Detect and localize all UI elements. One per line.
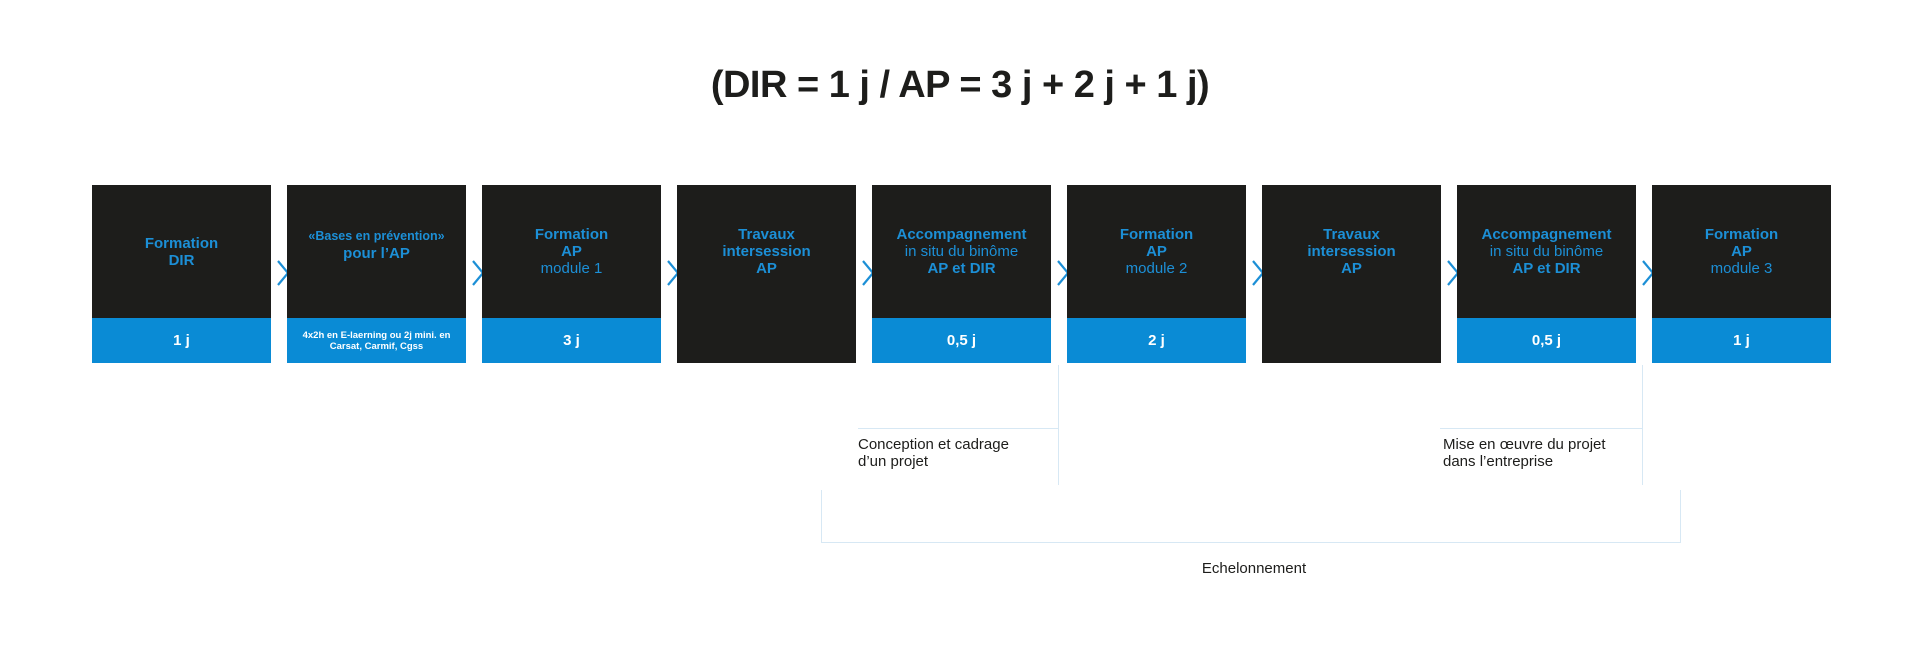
step-line3: module 1 <box>540 260 603 277</box>
note-conception: Conception et cadrage d’un projet <box>858 436 1058 470</box>
step-line1: «Bases en prévention» <box>308 229 445 243</box>
step-line2: DIR <box>168 251 195 269</box>
step-line2: intersession <box>1307 243 1396 260</box>
step-line3: AP et DIR <box>927 260 996 277</box>
step-line2: in situ du binôme <box>1489 243 1604 260</box>
bracket-line-mise-top <box>1440 428 1642 429</box>
step-label: Travaux intersession AP <box>1262 185 1441 318</box>
step-line3: module 3 <box>1710 260 1773 277</box>
step-line2: in situ du binôme <box>904 243 1019 260</box>
step-line3: AP <box>1341 260 1362 277</box>
step-formation-ap-module-1: Formation AP module 1 3 j <box>482 185 661 363</box>
step-line1: Formation <box>1119 226 1194 243</box>
step-line1: Travaux <box>1323 226 1380 243</box>
process-steps: Formation DIR 1 j «Bases en prévention» … <box>92 185 1832 363</box>
step-duration: 3 j <box>482 318 661 363</box>
step-formation-dir: Formation DIR 1 j <box>92 185 271 363</box>
bracket-line-conception-right <box>1058 365 1059 485</box>
step-label: Accompagnement in situ du binôme AP et D… <box>1457 185 1636 318</box>
step-line3: module 2 <box>1125 260 1188 277</box>
diagram-title: (DIR = 1 j / AP = 3 j + 2 j + 1 j) <box>710 64 1210 106</box>
step-label: Formation AP module 1 <box>482 185 661 318</box>
note-conception-line2: d’un projet <box>858 453 929 470</box>
step-duration: 1 j <box>1652 318 1831 363</box>
step-line3: AP <box>756 260 777 277</box>
step-formation-ap-module-3: Formation AP module 3 1 j <box>1652 185 1831 363</box>
step-travaux-intersession-2: Travaux intersession AP <box>1262 185 1441 363</box>
note-conception-line1: Conception et cadrage <box>858 436 1009 453</box>
step-label: Formation AP module 3 <box>1652 185 1831 318</box>
step-line1: Accompagnement <box>1481 226 1612 243</box>
step-label: Formation DIR <box>92 185 271 318</box>
step-line2: AP <box>561 243 582 260</box>
note-mise-en-oeuvre: Mise en œuvre du projet dans l’entrepris… <box>1443 436 1643 470</box>
note-mise-line2: dans l’entreprise <box>1443 453 1554 470</box>
step-accompagnement-2: Accompagnement in situ du binôme AP et D… <box>1457 185 1636 363</box>
step-line3: AP et DIR <box>1512 260 1581 277</box>
step-duration: 0,5 j <box>872 318 1051 363</box>
step-formation-ap-module-2: Formation AP module 2 2 j <box>1067 185 1246 363</box>
step-label: Accompagnement in situ du binôme AP et D… <box>872 185 1051 318</box>
step-line1: Formation <box>1704 226 1779 243</box>
step-line1: Accompagnement <box>896 226 1027 243</box>
step-line1: Formation <box>534 226 609 243</box>
step-label: Formation AP module 2 <box>1067 185 1246 318</box>
step-line2: AP <box>1731 243 1752 260</box>
step-duration: 1 j <box>92 318 271 363</box>
step-label: Travaux intersession AP <box>677 185 856 318</box>
step-line2: AP <box>1146 243 1167 260</box>
bracket-line-conception-top <box>858 428 1058 429</box>
step-label: «Bases en prévention» pour l’AP <box>287 185 466 305</box>
step-line2: pour l’AP <box>343 245 410 262</box>
bracket-line-mise-right <box>1642 365 1643 485</box>
echelonnement-label: Echelonnement <box>1201 560 1307 577</box>
note-mise-line1: Mise en œuvre du projet <box>1443 436 1606 453</box>
step-line2: intersession <box>722 243 811 260</box>
step-duration: 0,5 j <box>1457 318 1636 363</box>
step-travaux-intersession-1: Travaux intersession AP <box>677 185 856 363</box>
echelonnement-bracket <box>821 490 1681 543</box>
step-bases-prevention: «Bases en prévention» pour l’AP 4x2h en … <box>287 185 466 363</box>
step-accompagnement-1: Accompagnement in situ du binôme AP et D… <box>872 185 1051 363</box>
step-line1: Travaux <box>738 226 795 243</box>
step-duration: 4x2h en E-laerning ou 2j mini. en Carsat… <box>287 318 466 363</box>
step-duration: 2 j <box>1067 318 1246 363</box>
step-line1: Formation <box>144 234 219 252</box>
